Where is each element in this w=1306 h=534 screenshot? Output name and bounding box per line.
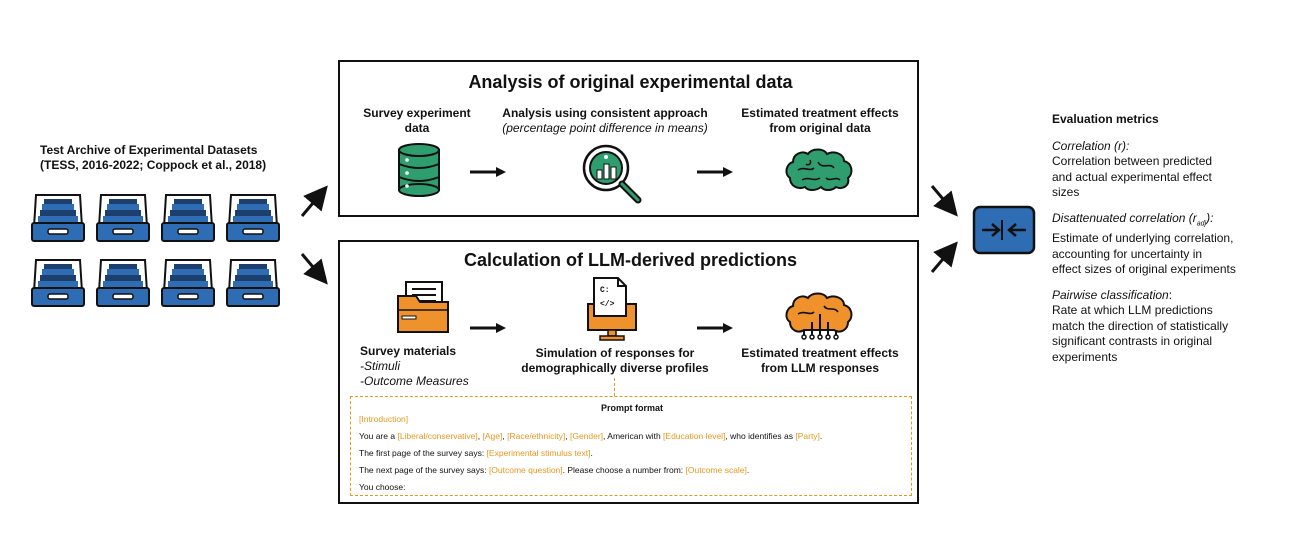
metric-correlation: Correlation (r): Correlation between pre… <box>1052 138 1213 200</box>
magnifier-analysis-icon <box>582 144 642 204</box>
drawer-icon <box>161 194 215 242</box>
arrow-merge-up-icon <box>930 241 958 273</box>
prompt-intro: [Introduction] <box>359 414 409 424</box>
metrics-heading: Evaluation metrics <box>1052 112 1159 126</box>
survey-materials-label: Survey materials -Stimuli -Outcome Measu… <box>360 344 510 389</box>
prompt-lines: [Introduction] You are a [Liberal/conser… <box>359 411 822 496</box>
llm-predictions-panel: Calculation of LLM-derived predictions C… <box>338 240 919 504</box>
simulation-label: Simulation of responses for demographica… <box>521 346 709 375</box>
archive-title-line2: (TESS, 2016-2022; Coppock et al., 2018) <box>40 158 267 172</box>
original-analysis-title: Analysis of original experimental data <box>468 72 793 92</box>
arrow-right-icon <box>697 167 733 177</box>
drawer-icon <box>161 259 215 307</box>
metric-disattenuated: Disattenuated correlation (radj): Estima… <box>1052 210 1236 277</box>
survey-data-label: Survey experiment data <box>363 106 471 135</box>
evaluation-metrics: Evaluation metrics Correlation (r): Corr… <box>1052 112 1282 365</box>
drawer-icon <box>96 194 150 242</box>
drawer-icon <box>31 194 85 242</box>
stimuli-item: -Stimuli <box>360 359 401 373</box>
prompt-line-3: The next page of the survey says: [Outco… <box>359 465 750 475</box>
estimated-effects-llm-label: Estimated treatment effects from LLM res… <box>741 346 899 375</box>
archive-drawers <box>31 194 280 307</box>
arrow-right-icon <box>470 167 506 177</box>
prompt-line-1: You are a [Liberal/conservative], [Age],… <box>359 431 823 441</box>
merge-arrows <box>930 185 958 273</box>
compare-icon <box>972 205 1036 255</box>
code-c-text: C: <box>600 286 610 295</box>
prompt-line-2: The first page of the survey says: [Expe… <box>359 448 593 458</box>
arrow-right-icon <box>470 323 506 333</box>
circuit-brain-icon <box>785 292 853 340</box>
database-icon <box>398 143 440 197</box>
prompt-format-title: Prompt format <box>600 403 663 413</box>
code-tag-text: </> <box>600 300 615 309</box>
prompt-connector <box>614 378 615 396</box>
drawer-icon <box>226 259 280 307</box>
computer-code-icon: C: </> <box>587 277 637 341</box>
outcome-measures-item: -Outcome Measures <box>360 374 469 388</box>
analysis-approach-label: Analysis using consistent approach (perc… <box>502 106 708 135</box>
drawer-icon <box>226 194 280 242</box>
brain-icon <box>785 148 853 191</box>
split-arrows <box>300 185 328 285</box>
llm-predictions-title: Calculation of LLM-derived predictions <box>463 250 798 270</box>
prompt-line-4: You choose: <box>359 482 406 492</box>
drawer-icon <box>31 259 85 307</box>
archive-title-line1: Test Archive of Experimental Datasets <box>40 143 258 157</box>
arrow-down-icon <box>300 253 328 285</box>
prompt-format-box: Prompt format [Introduction] You are a [… <box>350 396 912 496</box>
original-analysis-panel: Analysis of original experimental data S… <box>338 60 919 217</box>
drawer-icon <box>96 259 150 307</box>
estimated-effects-original-label: Estimated treatment effects from origina… <box>741 106 899 135</box>
archive-title: Test Archive of Experimental Datasets (T… <box>40 143 280 173</box>
folder-documents-icon <box>397 281 449 333</box>
arrow-up-icon <box>300 185 328 217</box>
arrow-right-icon <box>697 323 733 333</box>
metric-pairwise: Pairwise classification: Rate at which L… <box>1052 287 1229 364</box>
arrow-merge-down-icon <box>930 185 958 217</box>
